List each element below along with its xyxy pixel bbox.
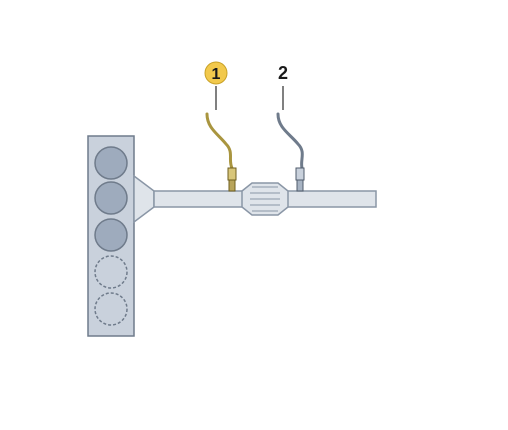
- exhaust-manifold: [133, 174, 155, 224]
- callout-2: 2: [278, 63, 288, 110]
- cylinder-1: [94, 146, 128, 180]
- callout-2-label: 2: [278, 63, 288, 83]
- exhaust-pipe-rear: [283, 190, 377, 208]
- exhaust-pipe-front: [153, 190, 247, 208]
- callout-1-badge: [204, 61, 228, 85]
- oxygen-sensor-1-icon: [205, 112, 237, 192]
- catalytic-converter-icon: [241, 182, 289, 216]
- cylinder-5-dashed: [94, 292, 128, 326]
- oxygen-sensor-2-icon: [276, 112, 305, 192]
- cylinder-2: [94, 181, 128, 215]
- engine-block: [87, 135, 135, 337]
- callout-1: 1: [204, 61, 228, 110]
- callout-1-label: 1: [212, 66, 221, 83]
- cylinder-3: [94, 218, 128, 252]
- cylinder-4-dashed: [94, 255, 128, 289]
